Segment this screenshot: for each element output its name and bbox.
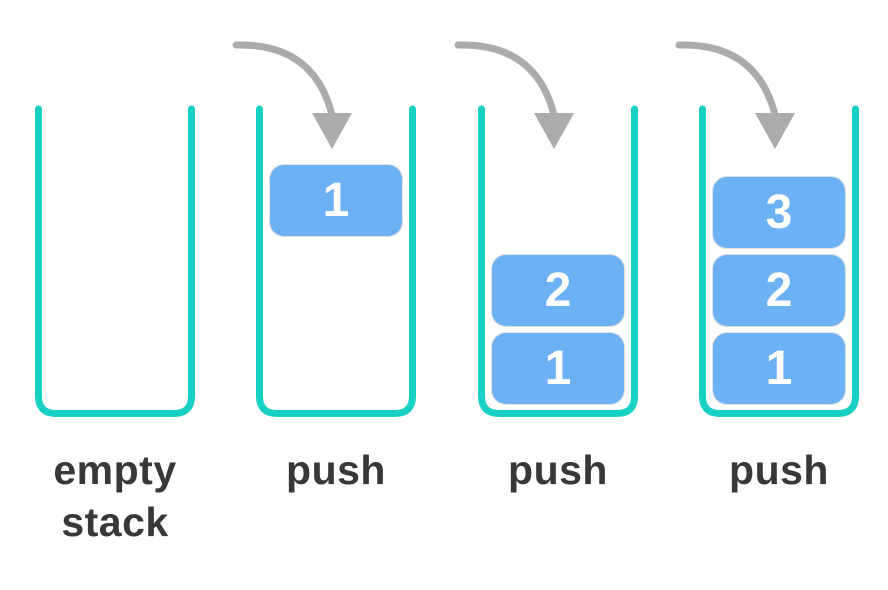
stack-container-2: 1 [256, 105, 416, 417]
stack-block: 2 [713, 255, 845, 326]
stack-block: 1 [270, 165, 402, 236]
stack-container-3: 2 1 [478, 105, 638, 417]
stack-label-push: push [508, 447, 608, 493]
stack-outline [256, 105, 416, 417]
stack-label-empty: empty stack [35, 444, 195, 548]
stack-container-4: 3 2 1 [699, 105, 859, 417]
stack-outline [35, 105, 195, 417]
stack-label-line: empty [53, 447, 177, 493]
stack-label-push: push [286, 447, 386, 493]
stack-container-1 [35, 105, 195, 417]
stack-block: 3 [713, 177, 845, 248]
push-arrow-icon [675, 41, 795, 149]
push-arrow-icon [232, 41, 352, 149]
stack-outline [478, 105, 638, 417]
stack-label-push: push [729, 447, 829, 493]
stack-label-line: stack [61, 499, 169, 545]
stack-block: 1 [492, 333, 624, 404]
push-arrow-icon [454, 41, 574, 149]
stack-block: 1 [713, 333, 845, 404]
stack-outline [699, 105, 859, 417]
stack-block: 2 [492, 255, 624, 326]
